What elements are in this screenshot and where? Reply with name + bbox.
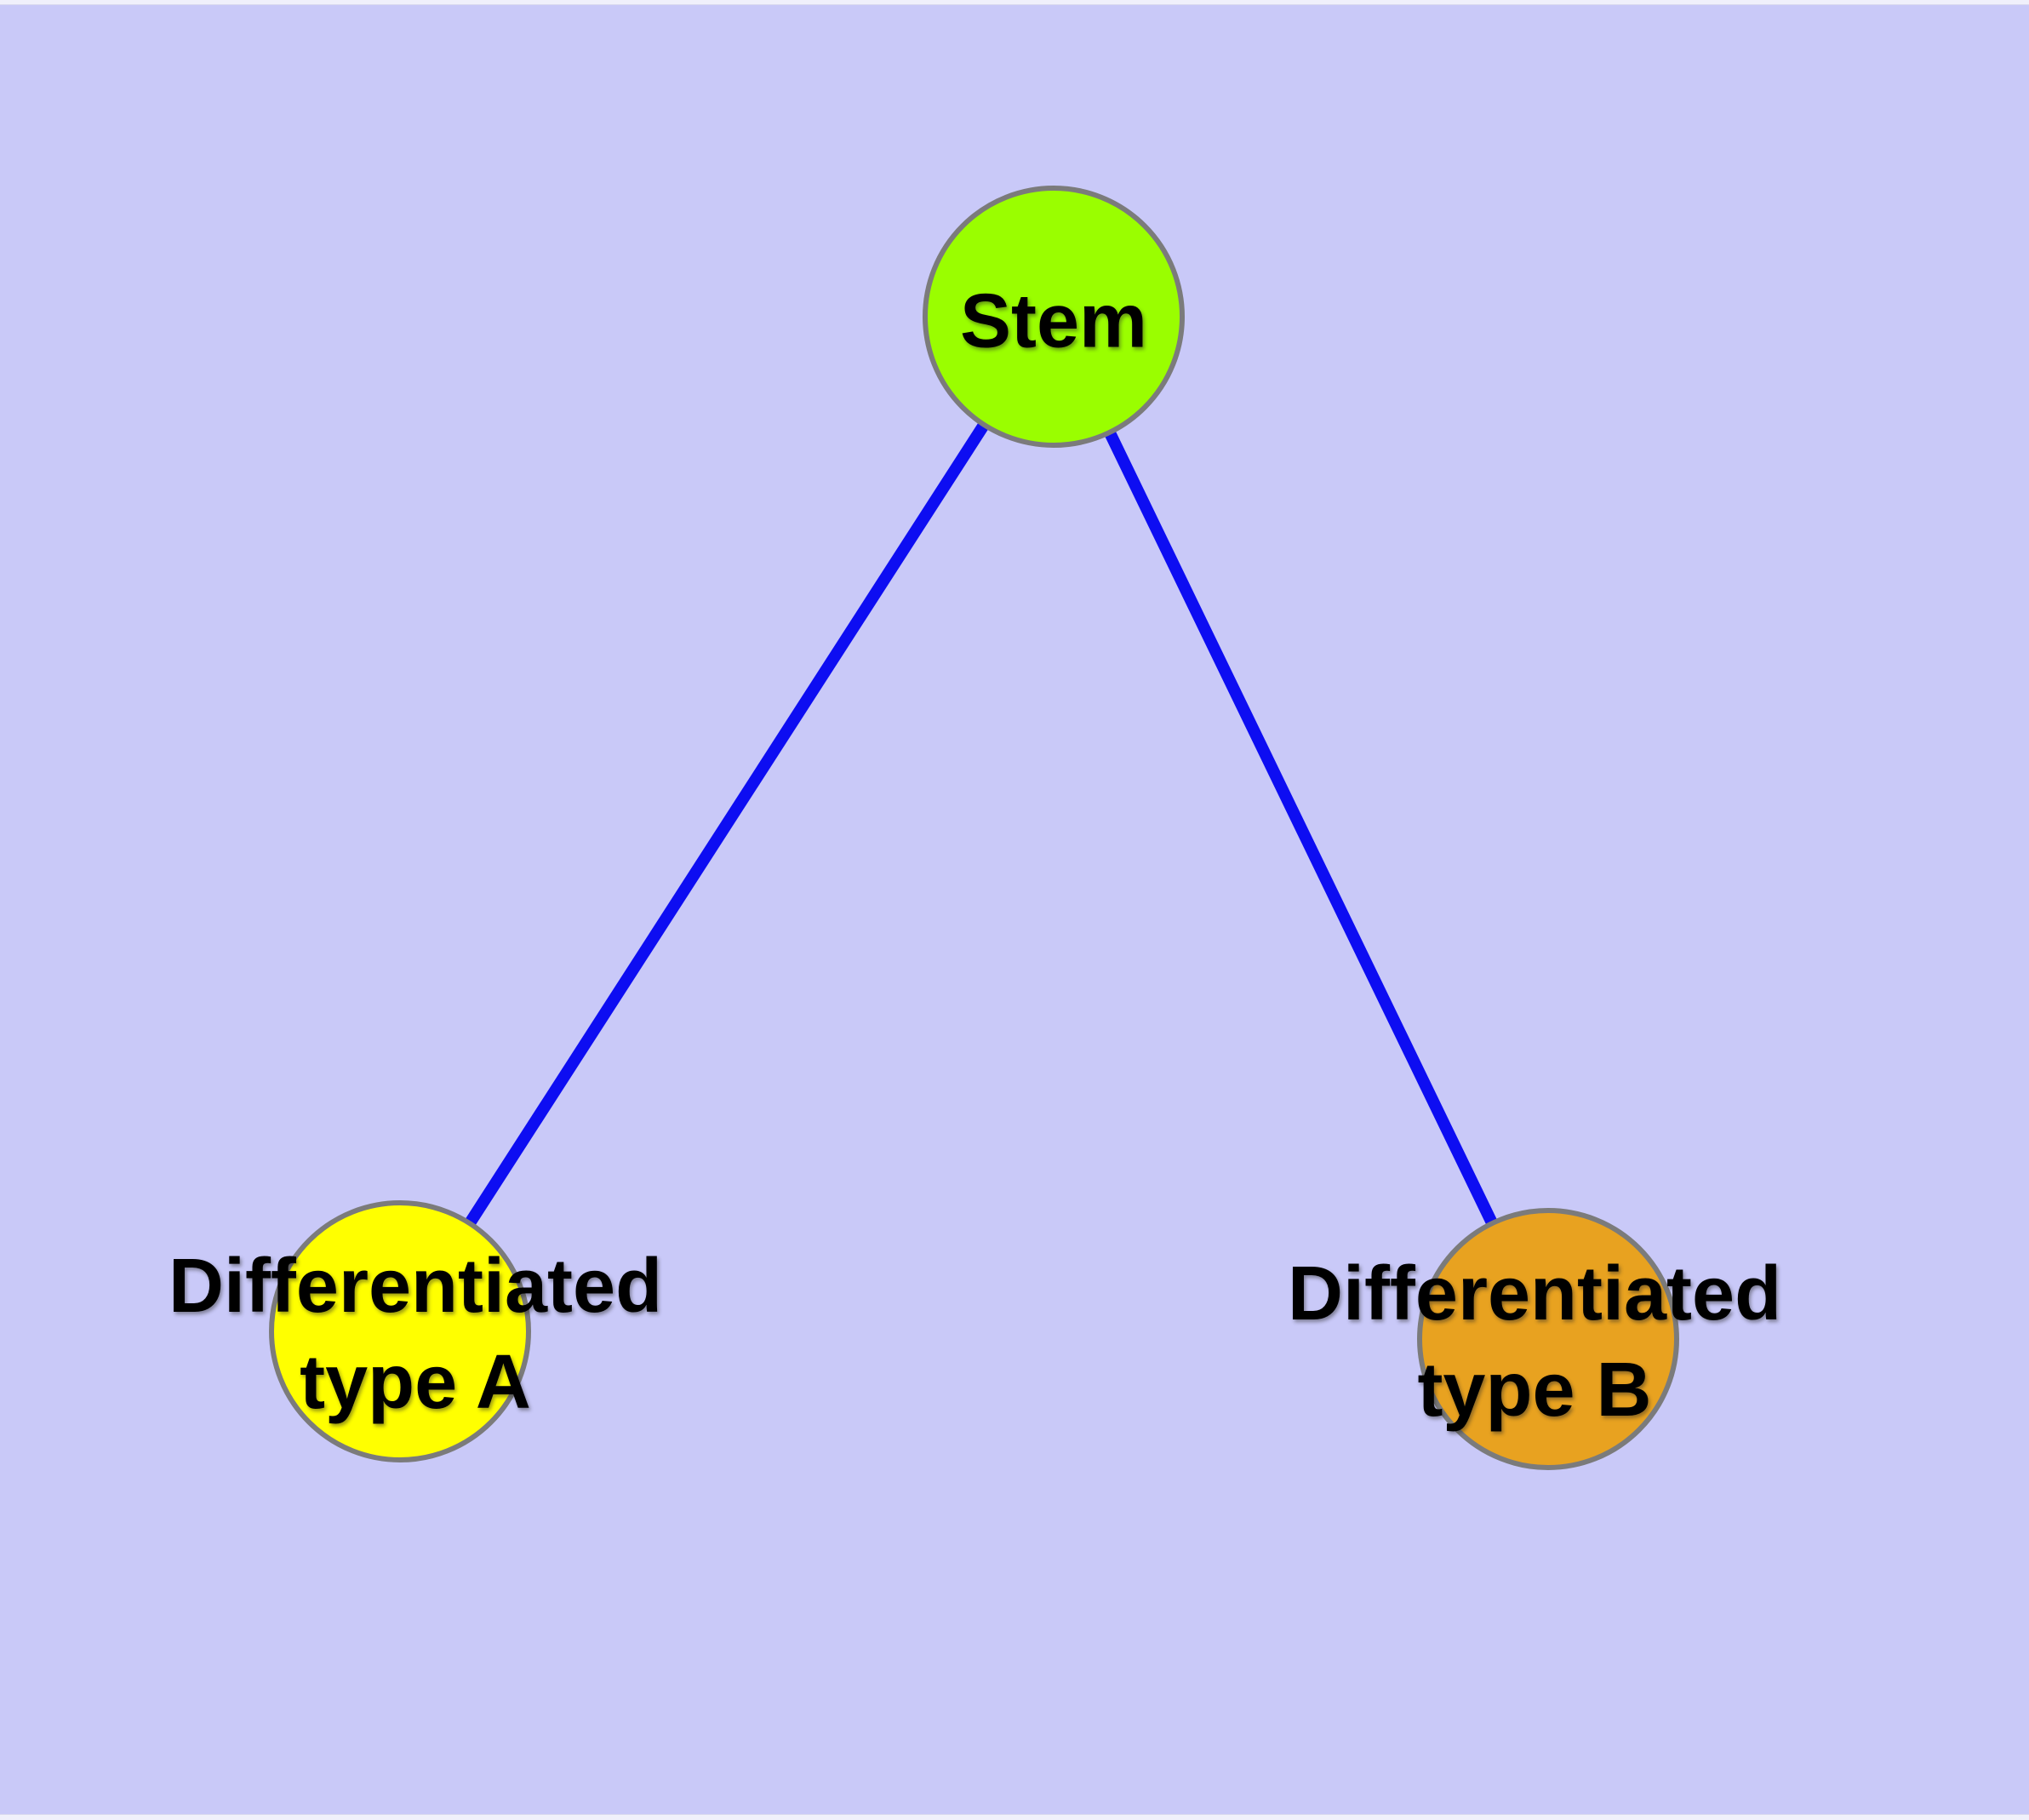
node-stem-label: Stem — [960, 274, 1147, 370]
node-stem-label-line1: Stem — [959, 278, 1148, 364]
node-type-b-label-line1: Differentiated — [1287, 1251, 1782, 1336]
node-type-b-circle — [1417, 1208, 1679, 1470]
top-margin-strip — [0, 0, 2029, 5]
node-type-a-label-line1: Differentiated — [168, 1244, 663, 1329]
edge-stem-to-type-b — [1048, 313, 1554, 1342]
node-type-a-circle — [269, 1200, 531, 1462]
node-type-a-label-line2: type A — [300, 1340, 531, 1425]
edge-stem-to-type-a — [395, 313, 1059, 1335]
bottom-margin-strip — [0, 1814, 2029, 1820]
node-type-b-label-line2: type B — [1417, 1348, 1652, 1433]
node-stem-circle — [923, 186, 1185, 448]
node-type-a-label: Differentiated type A — [169, 1239, 662, 1431]
node-type-b-label: Differentiated type B — [1288, 1246, 1781, 1439]
